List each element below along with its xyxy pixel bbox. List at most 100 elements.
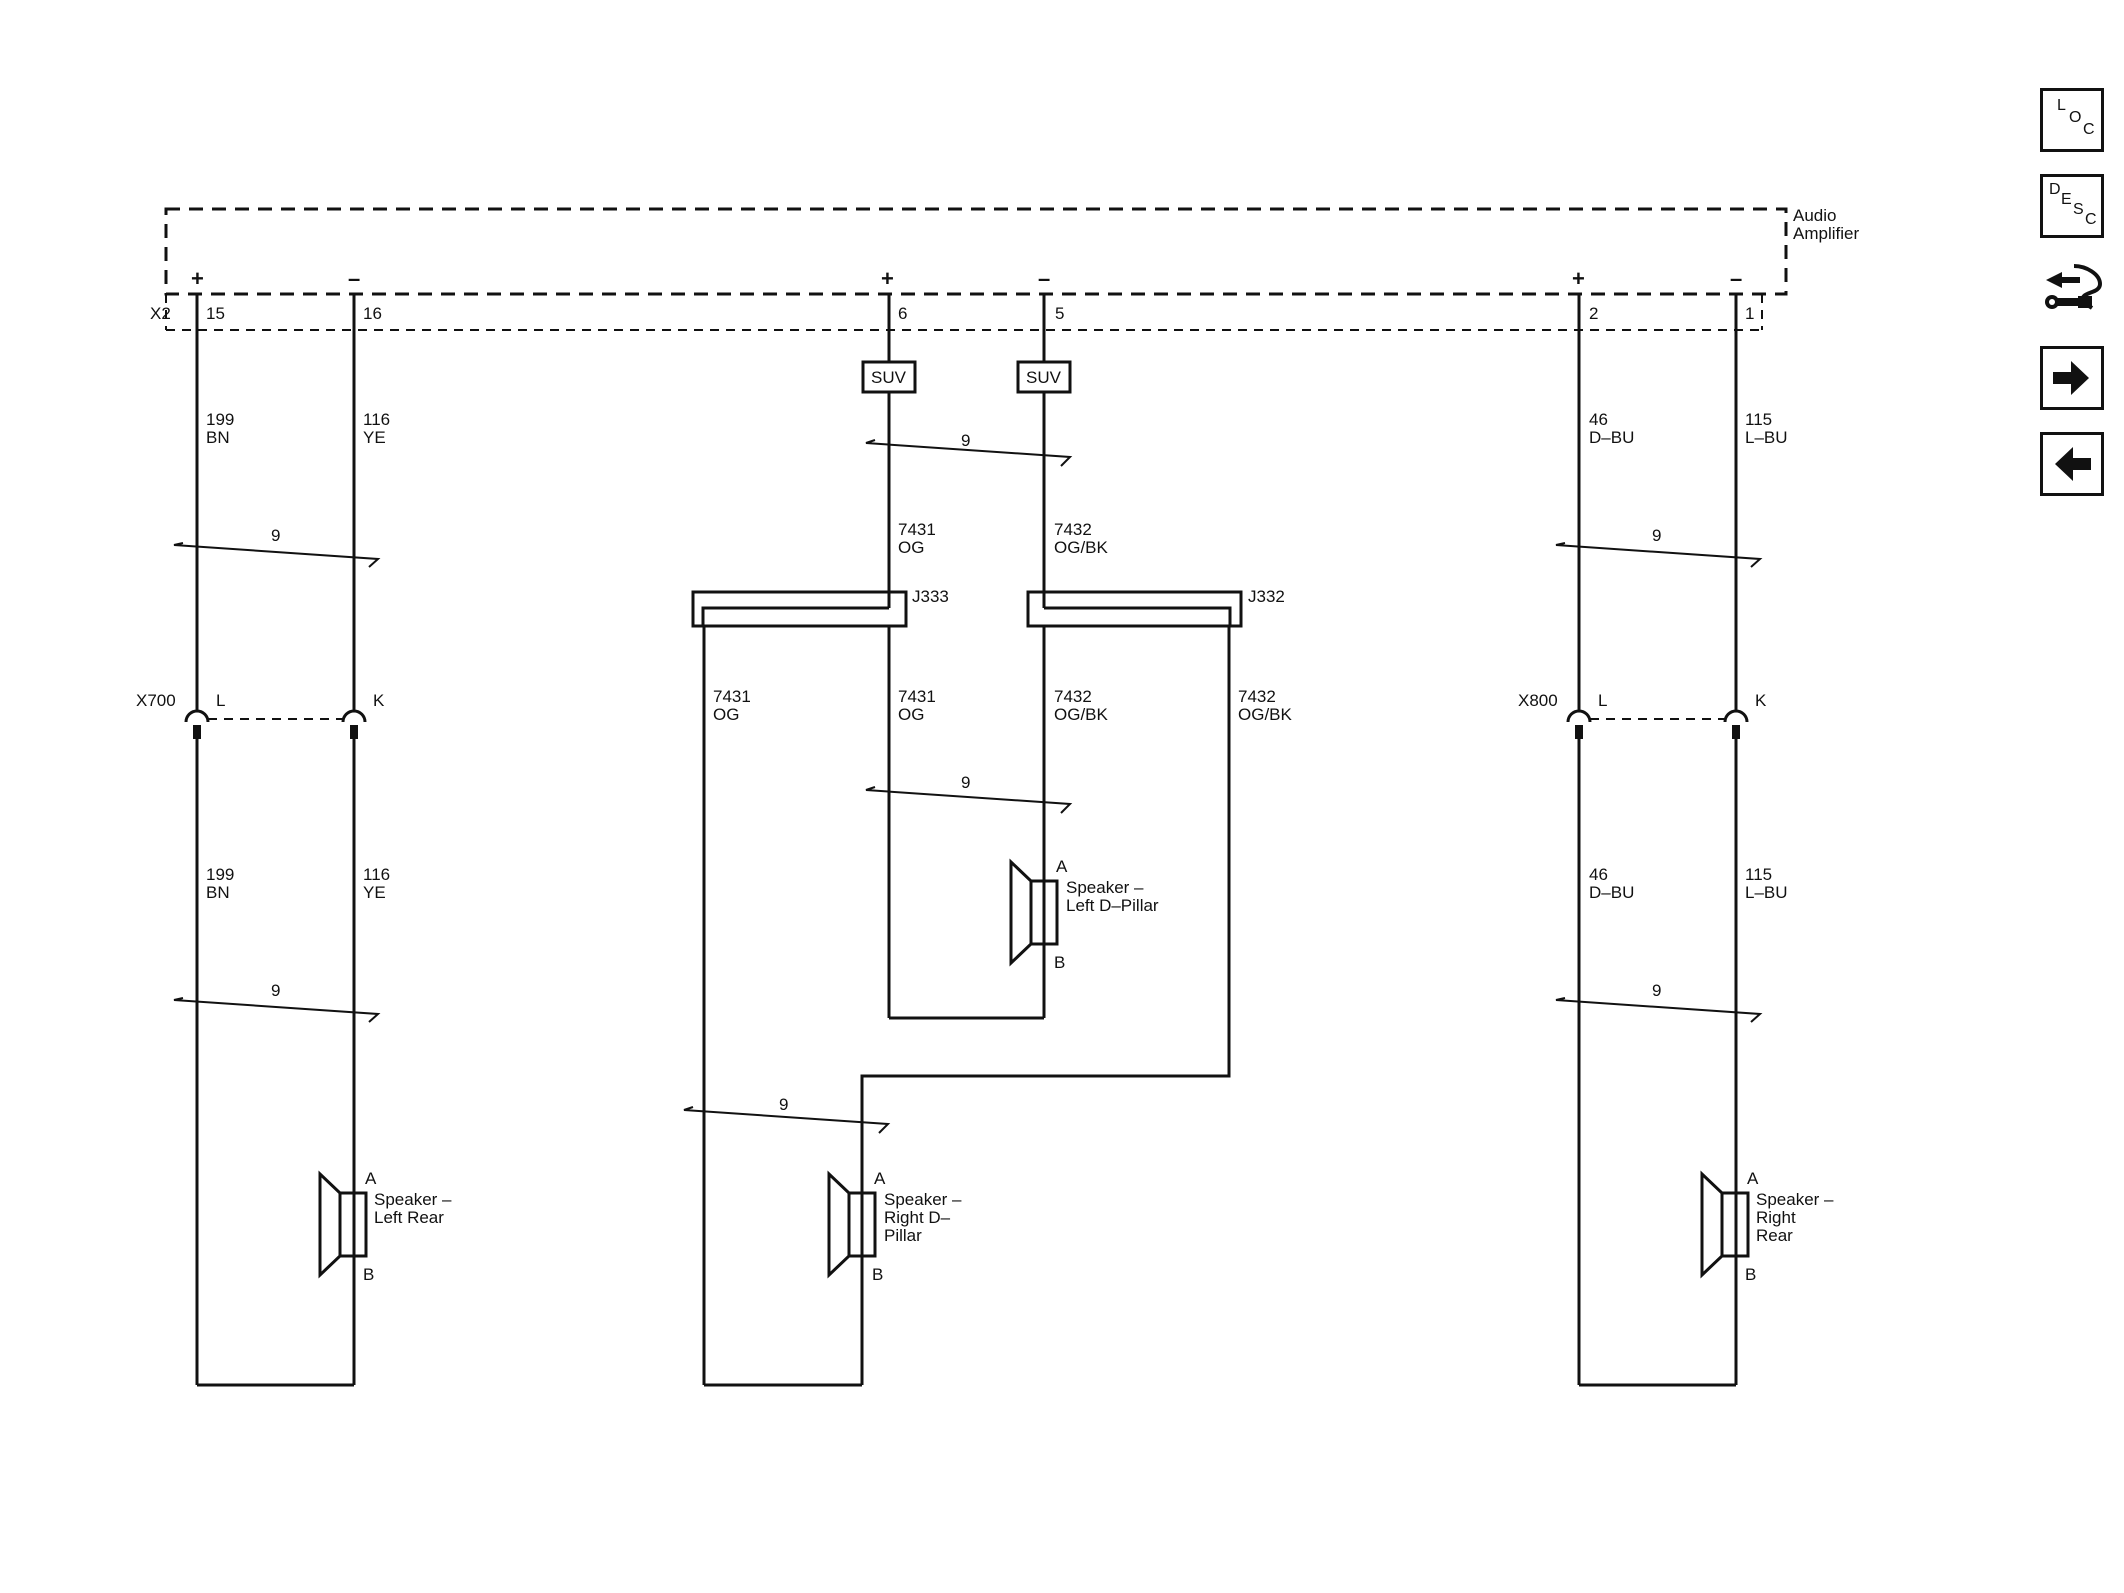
svg-text:B: B — [1745, 1265, 1756, 1284]
svg-text:Rear: Rear — [1756, 1226, 1793, 1245]
svg-text:9: 9 — [961, 773, 970, 792]
amplifier-pins: + 15 – 16 + 6 – 5 + 2 – 1 — [191, 266, 1754, 323]
svg-text:7431: 7431 — [898, 520, 936, 539]
splice-j333: J333 — [691, 587, 949, 628]
svg-text:J333: J333 — [912, 587, 949, 606]
svg-text:A: A — [1056, 857, 1068, 876]
speaker-left-d-pillar-label: Speaker – — [1066, 878, 1144, 897]
svg-text:7432: 7432 — [1054, 687, 1092, 706]
pin-2-number: 2 — [1589, 304, 1598, 323]
connector-tool-button[interactable] — [2040, 258, 2104, 322]
svg-text:Right: Right — [1756, 1208, 1796, 1227]
svg-text:7432: 7432 — [1054, 520, 1092, 539]
svg-text:9: 9 — [1652, 981, 1661, 1000]
desc-button[interactable]: D E S C — [2040, 174, 2104, 238]
svg-text:OG/BK: OG/BK — [1054, 705, 1109, 724]
svg-text:OG: OG — [898, 538, 924, 557]
d-pillar-circuits: SUV SUV 9 7431 OG 7432 OG/BK J333 J332 — [683, 294, 1293, 1387]
speaker-right-d-pillar: A B Speaker – Right D– Pillar — [827, 1169, 962, 1284]
inline-connector-x700: X700 L K — [136, 691, 385, 739]
wire-ye-label: YE — [363, 428, 386, 447]
svg-text:A: A — [874, 1169, 886, 1188]
svg-text:B: B — [363, 1265, 374, 1284]
x800-pin-k: K — [1755, 691, 1767, 710]
svg-text:B: B — [872, 1265, 883, 1284]
amplifier-label-line1: Audio — [1793, 206, 1836, 225]
speaker-right-rear-label: Speaker – — [1756, 1190, 1834, 1209]
svg-text:9: 9 — [1652, 526, 1661, 545]
svg-text:D–BU: D–BU — [1589, 428, 1634, 447]
twist-marker: 9 — [683, 1095, 891, 1134]
svg-text:Left D–Pillar: Left D–Pillar — [1066, 896, 1159, 915]
svg-text:Right D–: Right D– — [884, 1208, 951, 1227]
twist-marker: 9 — [1555, 981, 1763, 1023]
svg-text:B: B — [1054, 953, 1065, 972]
pin-16-number: 16 — [363, 304, 382, 323]
connector-tool-icon — [2045, 264, 2103, 310]
svg-text:7431: 7431 — [898, 687, 936, 706]
previous-button[interactable] — [2040, 432, 2104, 496]
twist-marker: 9 — [173, 981, 381, 1023]
twist-marker: 9 — [865, 773, 1073, 814]
pin-6-polarity: + — [881, 266, 894, 291]
svg-text:OG/BK: OG/BK — [1238, 705, 1293, 724]
svg-text:9: 9 — [779, 1095, 788, 1114]
amplifier-label-line2: Amplifier — [1793, 224, 1859, 243]
wire-199-label-lower: 199 — [206, 865, 234, 884]
arrow-right-icon — [2053, 361, 2089, 395]
wire-ye-label-lower: YE — [363, 883, 386, 902]
wire-bn-label: BN — [206, 428, 230, 447]
svg-text:7431: 7431 — [713, 687, 751, 706]
pin-6-number: 6 — [898, 304, 907, 323]
svg-text:D–BU: D–BU — [1589, 883, 1634, 902]
suv-option-a: SUV — [871, 368, 907, 387]
svg-text:A: A — [1747, 1169, 1759, 1188]
svg-text:9: 9 — [271, 526, 280, 545]
pin-16-polarity: – — [348, 266, 360, 291]
svg-text:L–BU: L–BU — [1745, 428, 1788, 447]
loc-button[interactable]: L O C — [2040, 88, 2104, 152]
svg-text:9: 9 — [961, 431, 970, 450]
pin-15-polarity: + — [191, 266, 204, 291]
wire-116-label-lower: 116 — [363, 865, 390, 884]
amplifier-connector-label: X2 — [150, 304, 171, 323]
speaker-right-rear: A B Speaker – Right Rear — [1700, 1169, 1834, 1284]
speaker-left-rear: A B Speaker – Left Rear — [318, 1169, 452, 1284]
x700-pin-k: K — [373, 691, 385, 710]
svg-text:9: 9 — [271, 981, 280, 1000]
svg-text:J332: J332 — [1248, 587, 1285, 606]
x700-pin-l: L — [216, 691, 225, 710]
twist-marker: 9 — [173, 526, 381, 568]
svg-text:46: 46 — [1589, 410, 1608, 429]
x800-label: X800 — [1518, 691, 1558, 710]
svg-text:OG/BK: OG/BK — [1054, 538, 1109, 557]
svg-text:Pillar: Pillar — [884, 1226, 922, 1245]
speaker-right-d-pillar-label: Speaker – — [884, 1190, 962, 1209]
svg-text:A: A — [365, 1169, 377, 1188]
pin-1-polarity: – — [1730, 266, 1742, 291]
pin-15-number: 15 — [206, 304, 225, 323]
left-rear-circuit: 199 BN 116 YE 199 BN 116 YE 9 9 X700 L K — [136, 294, 452, 1387]
pin-1-number: 1 — [1745, 304, 1754, 323]
svg-text:L–BU: L–BU — [1745, 883, 1788, 902]
wire-bn-label-lower: BN — [206, 883, 230, 902]
svg-text:Left Rear: Left Rear — [374, 1208, 444, 1227]
svg-text:OG: OG — [898, 705, 924, 724]
twist-marker: 9 — [1555, 526, 1763, 568]
pin-2-polarity: + — [1572, 266, 1585, 291]
speaker-left-rear-label: Speaker – — [374, 1190, 452, 1209]
right-rear-circuit: 46 D–BU 115 L–BU 46 D–BU 115 L–BU 9 9 X8… — [1518, 294, 1834, 1387]
pin-5-polarity: – — [1038, 266, 1050, 291]
next-button[interactable] — [2040, 346, 2104, 410]
pin-5-number: 5 — [1055, 304, 1064, 323]
svg-text:115: 115 — [1745, 410, 1772, 429]
twist-marker: 9 — [865, 431, 1073, 467]
arrow-left-icon — [2055, 447, 2091, 481]
wire-199-label: 199 — [206, 410, 234, 429]
splice-j332: J332 — [1026, 587, 1285, 628]
x700-label: X700 — [136, 691, 176, 710]
svg-text:7432: 7432 — [1238, 687, 1276, 706]
suv-option-b: SUV — [1026, 368, 1062, 387]
svg-text:OG: OG — [713, 705, 739, 724]
